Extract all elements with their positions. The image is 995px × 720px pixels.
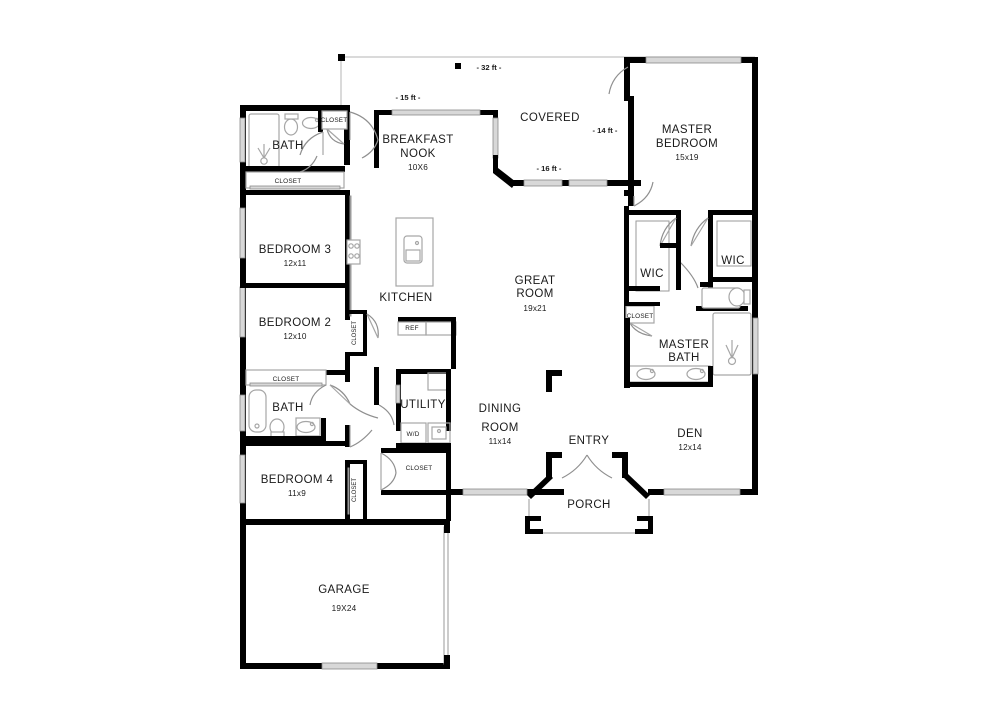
closet-bedroom2-label: CLOSET [352,321,358,345]
breakfast-nook-size: 10X6 [408,163,428,172]
wd-label: W/D [406,431,419,438]
great-room-partial-walls [546,370,562,392]
master-bath-label-1: MASTER [659,339,709,351]
closet-master-label: CLOSET [627,313,654,320]
closet-bedroom2-vertical [345,310,379,356]
wic-corridor-door [676,258,699,290]
bedroom-2-label: BEDROOM 2 [259,317,332,329]
breakfast-nook-label-1: BREAKFAST [382,134,453,146]
utility-walls [395,369,451,448]
covered-patio-wall [628,96,634,108]
master-bedroom-size: 15x19 [675,153,699,162]
ref-label: REF [405,325,418,332]
breakfast-nook-label-2: NOOK [400,148,435,160]
utility-label: UTILITY [400,399,446,411]
dining-room-label-2: ROOM [481,422,518,434]
master-bath-fixtures [624,207,759,389]
bedroom4-walls [240,441,367,520]
dimension-15ft: - 15 ft - [396,93,421,102]
left-exterior-wall [239,105,246,525]
great-room-label-1: GREAT [515,275,556,287]
dimension-32ft: - 32 ft - [477,63,502,72]
great-room-size: 19x21 [523,304,547,313]
garage-size: 19X24 [332,604,357,613]
closet-master [624,302,660,337]
closet-utility-label: CLOSET [406,465,433,472]
wic-left-label: WIC [640,268,664,280]
dimension-16ft: - 16 ft - [537,164,562,173]
bath-top-fixtures [240,110,345,172]
bedroom-4-size: 11x9 [288,489,306,498]
great-room-east-wall [624,206,629,306]
kitchen-label: KITCHEN [379,292,432,304]
bath-bottom-fixtures [240,389,326,441]
bath-top-label: BATH [272,140,303,152]
porch-label: PORCH [567,499,611,511]
closet-bath-bottom [245,369,327,387]
master-bedroom-label-1: MASTER [662,124,712,136]
door-arcs-hall [309,384,395,448]
bedroom-wing-top-wall [240,105,350,165]
wic-right [690,210,758,282]
dining-room-label-1: DINING [479,403,522,415]
closet-bedroom4-label: CLOSET [352,478,358,502]
bedroom-right-wall [345,190,361,320]
dining-room-size: 11x14 [489,437,512,446]
bedroom-3-size: 12x11 [284,259,307,268]
wic-right-label: WIC [721,255,745,267]
bath-bottom-label: BATH [272,402,303,414]
dimension-14ft: - 14 ft - [593,126,618,135]
closet-utility [380,448,451,495]
covered-patio-label: COVERED [520,112,580,124]
master-bath-label-2: BATH [668,352,699,364]
door-arcs-bath-top [299,131,324,173]
kitchen-fixtures [395,217,457,369]
closet-bedroom4-vertical: CLOSET [352,478,358,502]
bedroom-2-size: 12x10 [283,332,307,341]
den-label: DEN [677,428,702,440]
great-room-label-2: ROOM [516,288,553,300]
breakfast-nook-walls [349,109,641,188]
hall-right-wall [345,352,379,447]
closet-bath-top [321,110,348,145]
garage-walls [240,519,450,670]
bedroom-4-label: BEDROOM 4 [261,474,334,486]
garage-label: GARAGE [318,584,370,596]
closet-bath-bottom-label: CLOSET [273,376,300,383]
master-bedroom-label-2: BEDROOM [656,138,718,150]
south-wall-dining [446,488,564,521]
bedroom-3-label: BEDROOM 3 [259,244,332,256]
closet-bath-top-label: CLOSET [321,117,348,124]
master-bedroom-walls [608,56,758,207]
den-walls [624,318,758,491]
entry-label: ENTRY [569,435,610,447]
entry-porch [525,452,758,534]
den-size: 12x14 [678,443,702,452]
closet-bedroom3 [240,171,345,195]
closet-bedroom3-label: CLOSET [275,178,302,185]
